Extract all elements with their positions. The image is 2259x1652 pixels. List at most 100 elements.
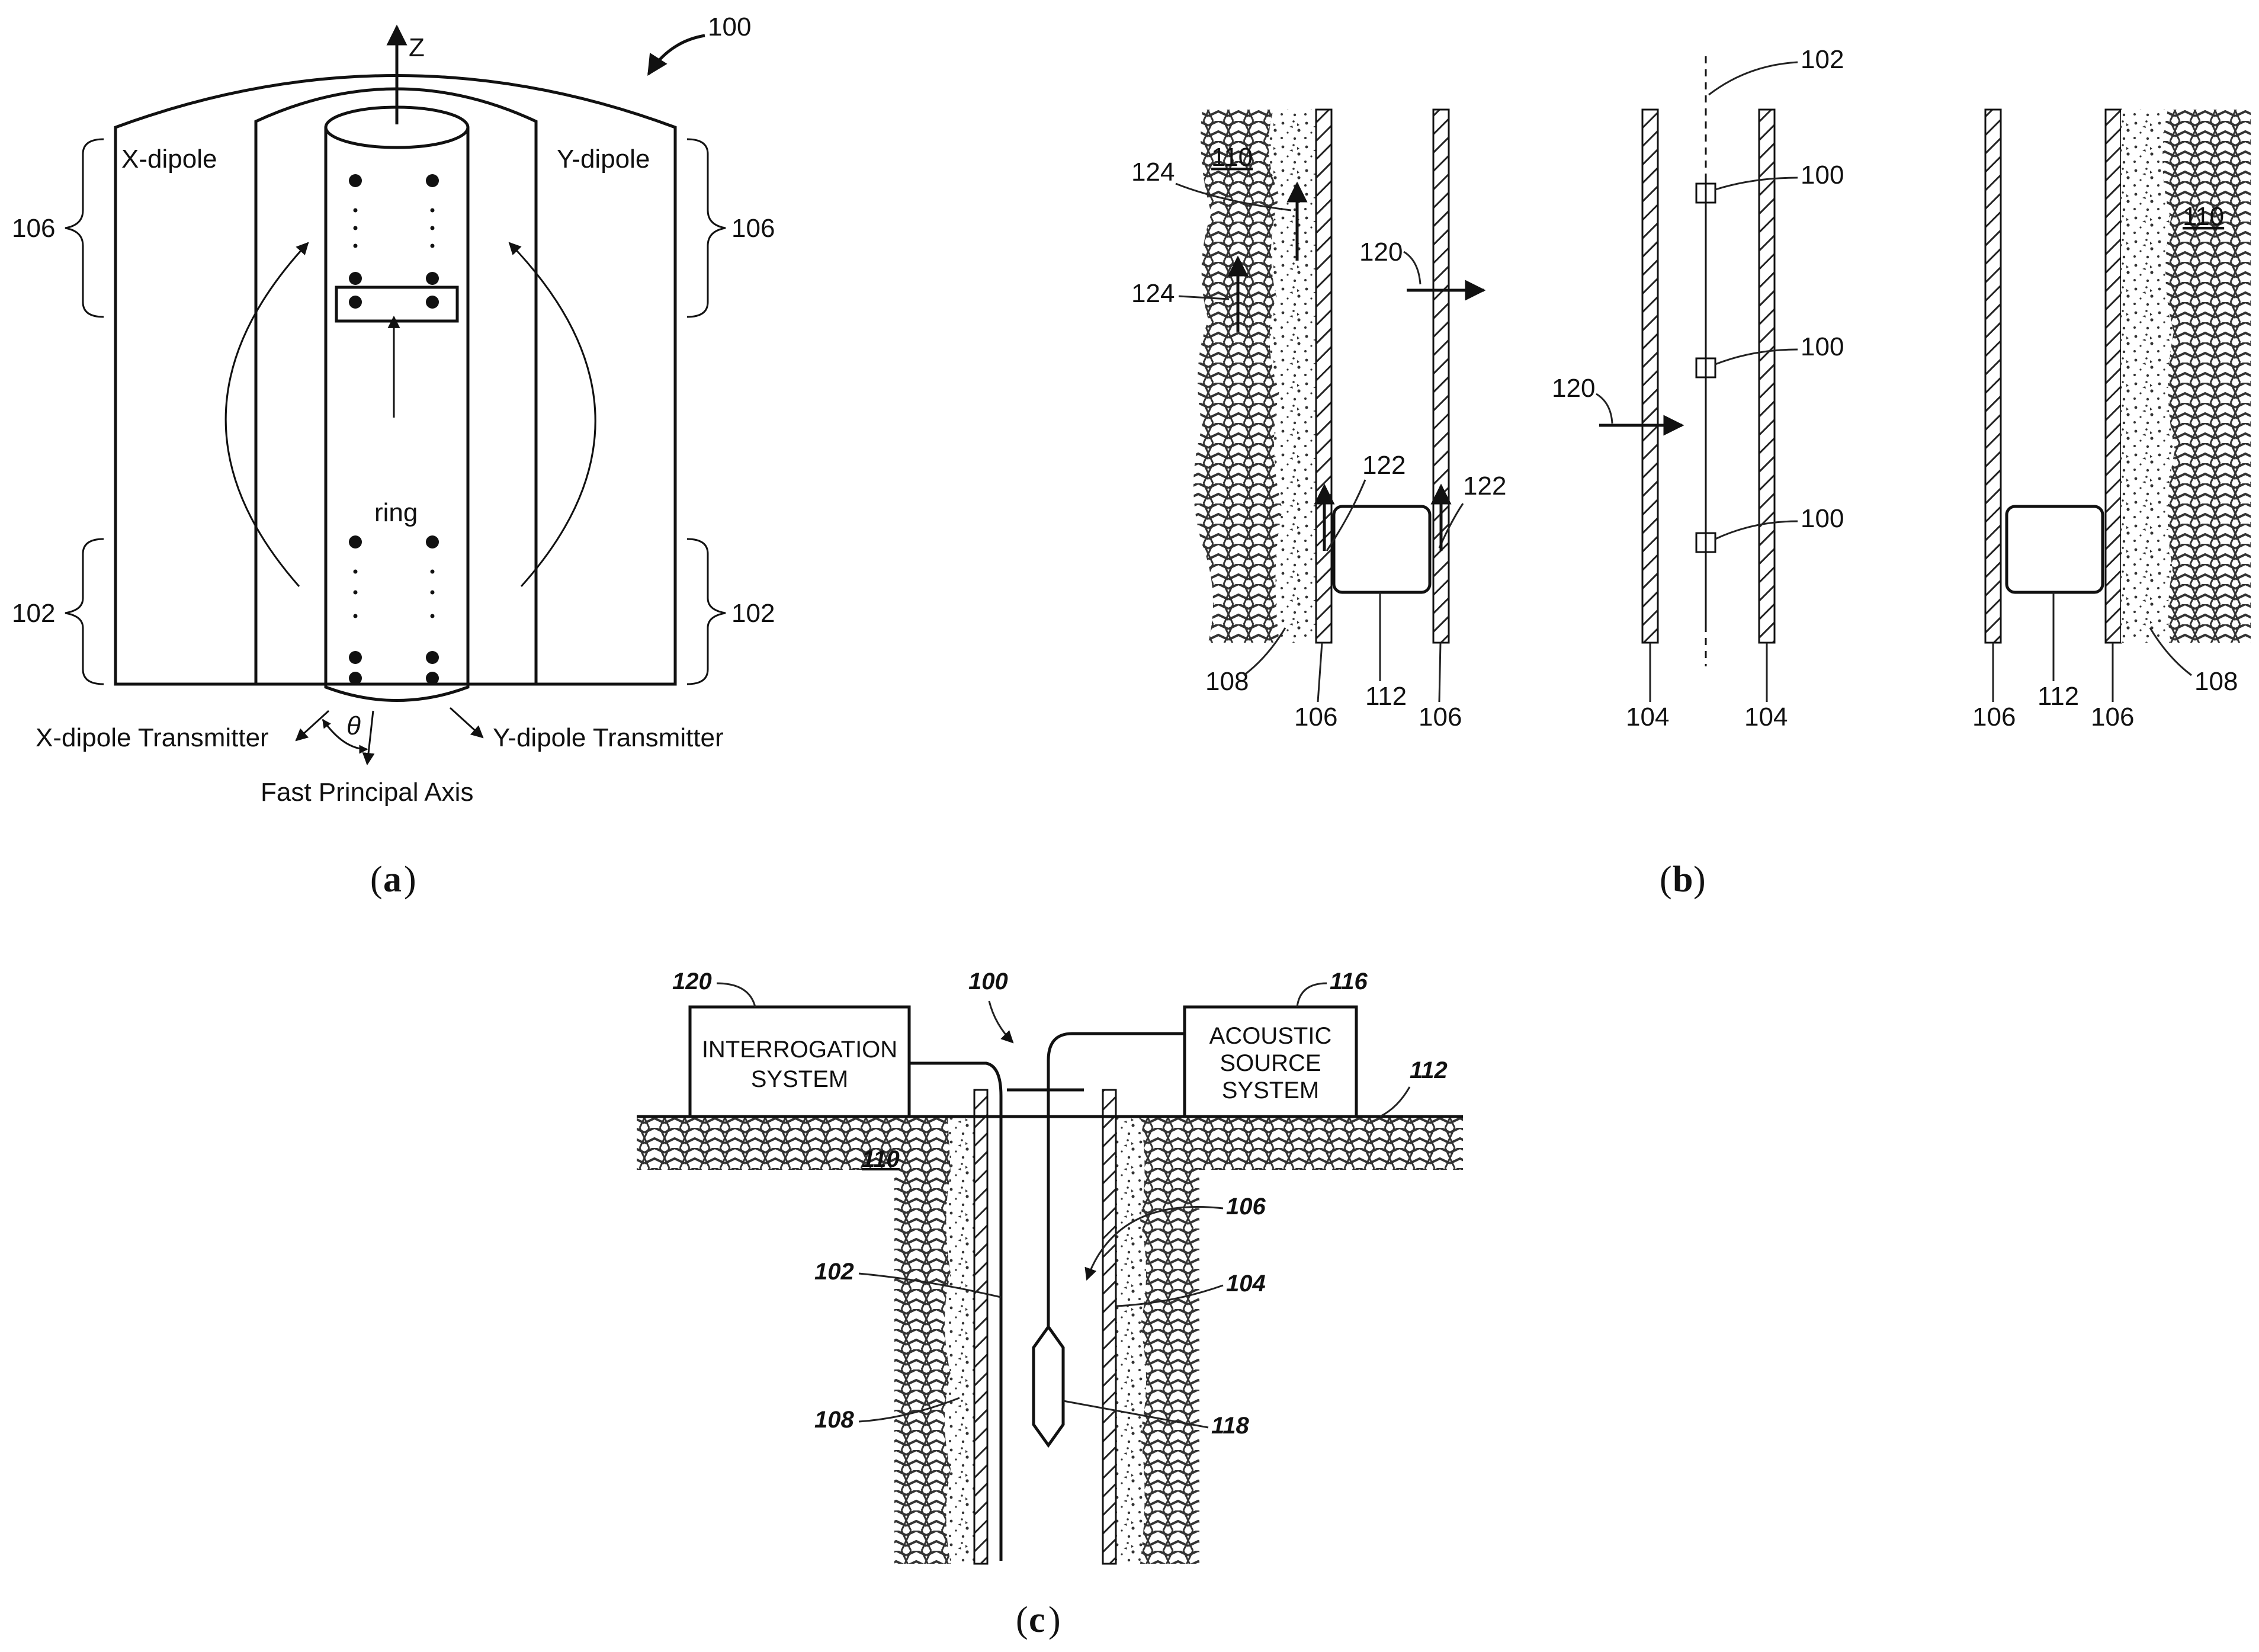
ref-120-top-leader <box>1403 251 1421 285</box>
ref-100-2-label: 100 <box>1801 332 1844 361</box>
ref-122-right-label: 122 <box>1463 471 1506 501</box>
cement-column-right <box>1116 1117 1146 1564</box>
ref-102-c-label: 102 <box>814 1259 854 1285</box>
ref-118-c-label: 118 <box>1211 1413 1250 1439</box>
ref-104-right-label: 104 <box>1744 702 1788 732</box>
panel-c: INTERROGATION SYSTEM ACOUSTIC SOURCE SYS… <box>637 968 1463 1640</box>
formation-right <box>2162 110 2251 643</box>
acoustic-tool-118 <box>1032 1324 1065 1448</box>
ref-108-right-leader <box>2149 627 2192 676</box>
ref-106-right-label: 106 <box>731 214 775 243</box>
ref-108-left-label: 108 <box>1205 667 1249 696</box>
y-dipole-transmitter-arrow <box>449 707 484 739</box>
ref-106-c-label: 106 <box>1226 1194 1266 1220</box>
ref-106-2-leader <box>1438 642 1442 702</box>
ref-116-c-label: 116 <box>1330 968 1368 995</box>
casing-104-right <box>1758 108 1776 644</box>
panel-b: 110 124 124 120 122 122 108 106 112 106 … <box>1131 45 2251 900</box>
y-dipole-label: Y-dipole <box>557 145 650 174</box>
x-dipole-transmitter-arrow <box>295 710 330 742</box>
ref-100-2-leader <box>1715 348 1798 365</box>
caption-c-open: ( <box>1016 1600 1028 1640</box>
caption-a: a <box>383 859 402 900</box>
y-dipole-transmitter-label: Y-dipole Transmitter <box>493 723 724 752</box>
casing-wall-right-outer <box>2104 108 2122 644</box>
ref-110-left-label: 110 <box>1211 143 1253 172</box>
caption-c-close: ) <box>1048 1600 1061 1640</box>
ref-108-c-leader <box>858 1397 960 1423</box>
acoustic-source-line1: ACOUSTIC <box>1209 1023 1332 1049</box>
caption-a-open: ( <box>370 859 383 900</box>
ref-104-c-label: 104 <box>1226 1271 1266 1297</box>
ref-104-left-label: 104 <box>1626 702 1669 732</box>
cement-left <box>1269 110 1316 643</box>
casing-wall-right-inner <box>1984 108 2002 644</box>
ref-108-right-label: 108 <box>2194 667 2238 696</box>
ref-124-top-leader <box>1175 182 1292 211</box>
ref-120-c-leader <box>716 982 756 1008</box>
ref-124-bottom-label: 124 <box>1131 279 1175 308</box>
ref-124-top-label: 124 <box>1131 158 1175 187</box>
brace-102-right <box>686 538 726 685</box>
brace-106-left <box>65 138 104 318</box>
ref-102-leader <box>1708 61 1798 96</box>
ref-112-left-label: 112 <box>1365 682 1407 711</box>
caption-a-close: ) <box>404 859 416 900</box>
interrogation-system-line2: SYSTEM <box>751 1066 848 1092</box>
ref-106-4-label: 106 <box>2091 702 2134 732</box>
ref-106-c-leader <box>1084 1206 1224 1281</box>
ref-124-bottom-leader <box>1178 295 1230 300</box>
ref-112-c-leader <box>1379 1086 1411 1118</box>
ref-106-1-leader <box>1317 642 1323 702</box>
ref-106-left-label: 106 <box>12 214 55 243</box>
caption-c: c <box>1029 1600 1045 1640</box>
ref-100-3-label: 100 <box>1801 504 1844 533</box>
ref-120-top-label: 120 <box>1359 238 1403 267</box>
caption-b-close: ) <box>1693 859 1706 900</box>
casing-right-c <box>1102 1089 1117 1565</box>
acoustic-source-line2: SOURCE <box>1220 1050 1321 1076</box>
ref-120-mid-label: 120 <box>1552 374 1595 403</box>
fiber-cable-c <box>909 1061 1003 1096</box>
x-dipole-transmitter-label: X-dipole Transmitter <box>36 723 269 752</box>
right-wave-arrow <box>508 242 596 588</box>
fast-principal-axis-label: Fast Principal Axis <box>261 778 473 807</box>
left-wave-arrow <box>224 242 309 587</box>
casing-left-c <box>973 1089 989 1565</box>
ref-102-label: 102 <box>1801 45 1844 74</box>
ref-112-right-label: 112 <box>2037 682 2079 711</box>
ref-106-2-label: 106 <box>1419 702 1462 732</box>
borehole-cavity <box>971 1117 1119 1567</box>
ref-100-leader <box>647 34 705 76</box>
wireline-cable-c <box>1047 1032 1185 1327</box>
ref-100-c-label: 100 <box>968 968 1008 995</box>
ref-100-3-leader <box>1715 520 1798 540</box>
caption-b-open: ( <box>1660 859 1672 900</box>
ref-100-label: 100 <box>708 12 751 41</box>
mandrel-outline <box>324 127 470 702</box>
lower-transmitter-array <box>349 535 439 685</box>
sensor-100-3 <box>1695 532 1716 553</box>
ref-110-right-label: 110 <box>2183 202 2224 231</box>
ref-110-c-label: 110 <box>862 1146 900 1172</box>
tool-112-left <box>1332 505 1432 594</box>
cement-right <box>2121 110 2175 643</box>
formation-left <box>1193 110 1282 643</box>
ref-100-1-leader <box>1715 177 1798 191</box>
ref-102-left-label: 102 <box>12 599 55 628</box>
ref-122-left-leader <box>1326 479 1366 551</box>
ref-104-c-leader <box>1116 1284 1224 1307</box>
interrogation-system-line1: INTERROGATION <box>702 1037 897 1063</box>
caption-b: b <box>1673 859 1693 900</box>
ring-label: ring <box>374 498 418 527</box>
brace-106-right <box>686 138 726 318</box>
ref-100-c-leader <box>988 1000 1014 1044</box>
ref-108-c-label: 108 <box>814 1407 854 1433</box>
ref-100-1-label: 100 <box>1801 161 1844 190</box>
theta-label: θ <box>346 711 361 740</box>
brace-102-left <box>65 538 104 685</box>
casing-wall-left-outer <box>1315 108 1333 644</box>
ref-106-1-label: 106 <box>1294 702 1337 732</box>
ref-102-c-leader <box>858 1272 1002 1298</box>
ref-116-c-leader <box>1296 982 1327 1008</box>
